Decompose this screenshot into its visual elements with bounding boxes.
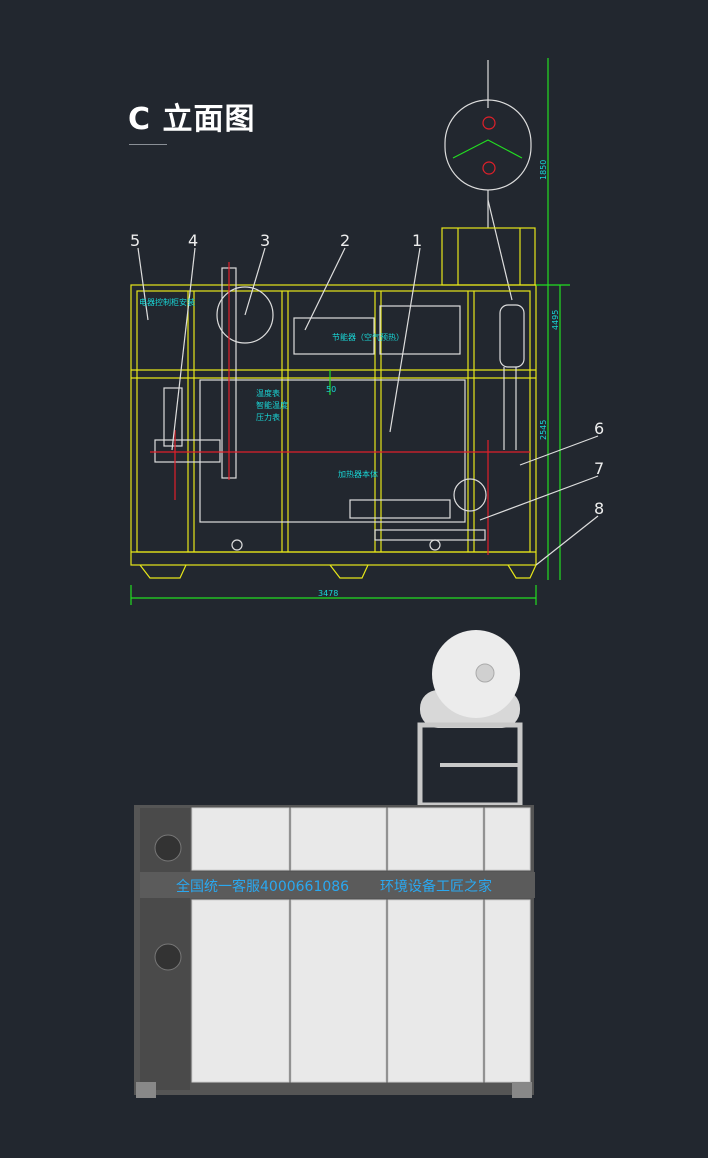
hotline-text: 全国统一客服4000661086 — [176, 879, 350, 895]
brand-text: 环境设备工匠之家 — [380, 879, 492, 895]
main-frame — [130, 284, 537, 579]
callout-leaders — [137, 247, 599, 566]
dimension-lines — [130, 58, 570, 605]
render-cabinet-frame — [134, 805, 534, 1095]
callout-6: 6 — [594, 419, 604, 438]
dim-body-height: 2545 — [539, 420, 548, 440]
callout-5: 5 — [130, 231, 140, 250]
cad-elevation-drawing: 5 4 3 2 1 6 7 8 电器控制柜安装 节能器（空气预热） 温度表 智能… — [130, 58, 604, 605]
callout-7: 7 — [594, 459, 604, 478]
label-economizer: 节能器（空气预热） — [332, 332, 404, 342]
label-50: 50 — [326, 385, 336, 394]
expansion-tank — [444, 60, 532, 301]
render-tank — [417, 630, 523, 808]
label-control-cabinet: 电器控制柜安装 — [139, 297, 195, 307]
label-thermometer: 温度表 — [256, 388, 280, 398]
label-heater-body: 加热器本体 — [338, 469, 378, 479]
heater-body — [154, 267, 525, 551]
callout-2: 2 — [340, 231, 350, 250]
service-banner: 全国统一客服4000661086 环境设备工匠之家 — [140, 872, 535, 898]
tank-stand — [441, 227, 536, 286]
dim-total-length: 3478 — [318, 589, 338, 598]
center-lines — [150, 262, 530, 555]
callout-8: 8 — [594, 499, 604, 518]
dim-tank-height: 1850 — [539, 160, 548, 180]
dim-total-height: 4495 — [551, 310, 560, 330]
callout-1: 1 — [412, 231, 422, 250]
callout-3: 3 — [260, 231, 270, 250]
label-smart-temp: 智能温度 — [256, 400, 288, 410]
title-divider — [129, 144, 167, 145]
label-pressure-gauge: 压力表 — [256, 412, 280, 422]
callout-4: 4 — [188, 231, 198, 250]
page-title: C 立面图 — [128, 102, 256, 137]
